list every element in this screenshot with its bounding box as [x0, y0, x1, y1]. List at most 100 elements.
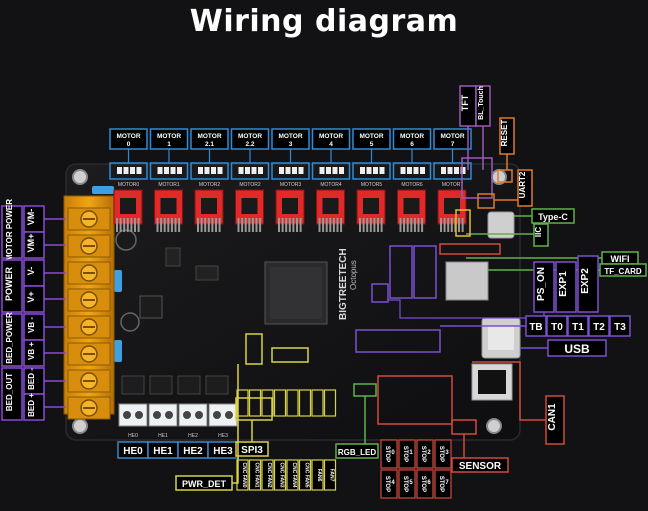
driver-chip	[282, 198, 298, 214]
tft-header	[461, 157, 493, 199]
thermistor-header	[355, 329, 441, 353]
endstop-num: 4	[391, 480, 395, 486]
motor-label-name: MOTOR	[197, 133, 221, 140]
label-vb-minus: VB -	[27, 317, 36, 333]
label-can1: CAN1	[547, 403, 558, 431]
heater-silk: HE3	[218, 433, 228, 439]
motor-silk: MOTOR2	[199, 182, 221, 188]
fan-label: CNC FAN1	[254, 462, 260, 487]
label-power: POWER	[4, 267, 14, 302]
thermistor-label: TB	[529, 322, 542, 333]
motor-label-num: 3	[289, 141, 293, 148]
ps-on-header	[371, 283, 389, 303]
driver-7	[397, 189, 426, 232]
motor-pin	[170, 167, 176, 174]
label-type-c: Type-C	[538, 212, 568, 222]
fan-label-5: CNC FAN5	[298, 389, 312, 491]
motor-pin	[258, 167, 263, 174]
motor-pin	[360, 167, 365, 174]
motor-label-name: MOTOR	[319, 133, 343, 140]
motor-label-num: 4	[329, 141, 333, 148]
fan-label: CNC FAN4	[291, 462, 297, 487]
label-vm-plus: VM+	[26, 234, 36, 253]
label-reset: RESET	[500, 120, 509, 147]
expansion-labels: PS_ON EXP1 EXP2	[371, 245, 599, 319]
fan-label-1: CNC FAN1	[248, 389, 262, 491]
motor-pin	[136, 167, 142, 174]
motor-pin	[400, 167, 406, 174]
motor-silk: MOTOR4	[320, 182, 342, 188]
motor-pin	[407, 167, 412, 174]
label-wifi: WIFI	[611, 254, 630, 264]
label-bed-power: BED_POWER	[5, 312, 14, 364]
ic	[165, 247, 181, 267]
motor-label-num: 2.2	[245, 141, 254, 148]
fan-headers	[271, 347, 309, 363]
motor-label-num: 5	[370, 141, 374, 148]
fan-label: CNC FAN2	[266, 462, 272, 487]
motor-silk: MOTOR7	[442, 182, 464, 188]
endstop-num: 5	[409, 480, 413, 486]
label-exp2: EXP2	[580, 268, 591, 294]
motor-label-name: MOTOR	[359, 133, 383, 140]
motor-silk: MOTOR1	[158, 182, 180, 188]
motor-pin	[326, 167, 331, 174]
mosfet-row	[121, 375, 229, 395]
label-v-plus: V+	[26, 291, 36, 302]
fan-label-6: FAN6	[311, 389, 324, 491]
fan-label: CNC FAN0	[241, 462, 247, 487]
endstop-num: 1	[409, 450, 413, 456]
top-right-labels: TFT BL_Touch RESET UART2 Type-C IIC WIFI…	[439, 85, 647, 277]
heater-label: HE1	[153, 446, 173, 457]
driver-3	[235, 189, 264, 232]
motor-pin	[339, 167, 344, 174]
motor-label-name: MOTOR	[116, 133, 140, 140]
driver-chip	[201, 198, 217, 214]
thermistor-label: T1	[572, 322, 584, 333]
fan-label: CNC FAN5	[304, 462, 310, 487]
driver-2	[194, 189, 224, 232]
motor-silk: MOTOR6	[401, 182, 423, 188]
motor-label-num: 6	[410, 141, 414, 148]
label-uart2: UART2	[518, 171, 527, 198]
endstop-num: 3	[445, 450, 449, 456]
uart2-header	[477, 193, 495, 209]
stepper-drivers	[113, 189, 467, 232]
driver-chip	[322, 198, 339, 214]
driver-4	[275, 189, 305, 232]
motor-silk: MOTOR5	[361, 182, 383, 188]
motor-pin	[292, 167, 297, 174]
motor-pin	[164, 167, 169, 174]
label-motor-power: MOTOR POWER	[5, 199, 14, 261]
board-brand-silk: BIGTREETECH	[338, 248, 349, 320]
driver-5	[316, 189, 345, 232]
thermistor-label-2: T1	[567, 315, 589, 337]
motor-label-name: MOTOR	[157, 133, 181, 140]
driver-chip	[241, 198, 258, 214]
endstop-name: STOP	[420, 446, 426, 462]
motor-pin	[217, 167, 223, 174]
thermistor-label-3: T2	[588, 315, 610, 337]
motor-label-num: 7	[451, 141, 455, 148]
driver-1	[154, 189, 183, 232]
motor-silk: MOTOR3	[280, 182, 302, 188]
thermistor-label-1: T0	[546, 315, 568, 337]
label-vm-minus: VM-	[26, 209, 36, 226]
label-bed-minus: BED -	[27, 368, 36, 390]
fan-label: CNC FAN3	[279, 462, 285, 487]
wifi-header	[439, 243, 501, 255]
label-tft: TFT	[460, 94, 470, 111]
motor-pin	[298, 167, 304, 174]
power-labels: MOTOR POWER VM- VM+ POWER V- V+ BED_POWE…	[1, 199, 66, 421]
terminal-blocks	[63, 195, 115, 420]
motor-pin	[285, 167, 291, 174]
